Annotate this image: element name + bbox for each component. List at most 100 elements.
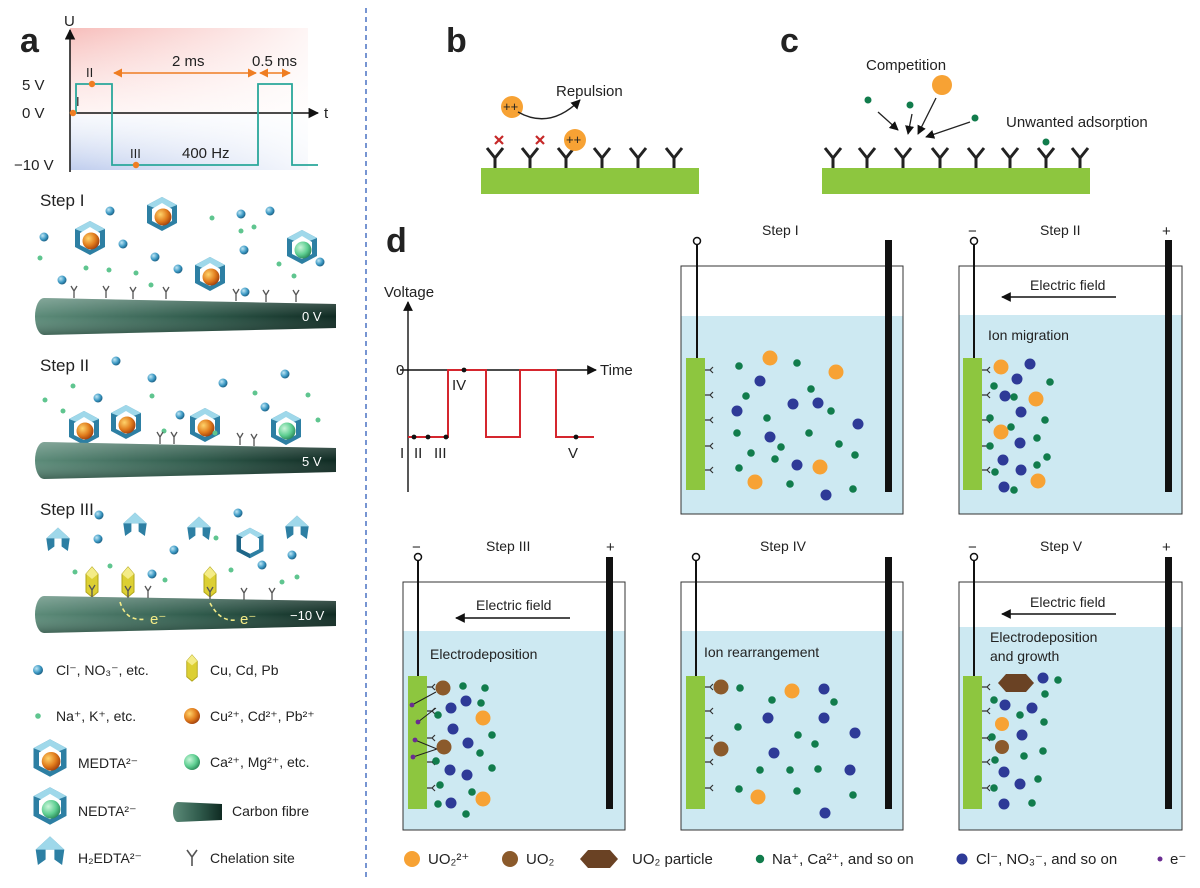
panel-b-repulsion-arrow	[517, 99, 581, 120]
cell-2-title: Step II	[1040, 222, 1080, 238]
panel-c-letter: c	[780, 22, 799, 60]
electron-label-1: e⁻	[150, 611, 166, 628]
legend-metal: Cu, Cd, Pb	[210, 662, 279, 678]
axis-x-label: t	[324, 105, 329, 122]
legend-electron-icon	[1157, 856, 1163, 862]
legend-anion-d-icon	[956, 853, 968, 865]
legend-light-ions: Ca²⁺, Mg²⁺, etc.	[210, 754, 310, 770]
fade-region	[70, 28, 308, 170]
legend-particle: UO₂ particle	[632, 851, 713, 868]
duration-low-label: 2 ms	[172, 53, 205, 70]
cell-4-rearrangement: Ion rearrangement	[704, 644, 819, 660]
panel-c-substrate	[822, 168, 1090, 194]
cell-2-field: Electric field	[1030, 277, 1105, 293]
legend-fibre-icon	[173, 802, 222, 822]
cell-step-3: − + Step III Electric field Electrodepos…	[402, 538, 626, 831]
cell-step-1: Step I	[680, 222, 904, 515]
legend-cation-d-icon	[755, 854, 765, 864]
legend-h2edta-icon	[35, 836, 65, 865]
legend-nedta-icon	[33, 787, 67, 825]
panel-d: d Voltage Time 0 I II III IV V Step I	[384, 222, 1186, 868]
cell-5-uo2-particle	[998, 674, 1034, 692]
panel-c: c Competition Unwanted adsorption	[780, 22, 1148, 194]
panel-c-unwanted: Unwanted adsorption	[1006, 114, 1148, 131]
legend-anion-icon	[33, 665, 43, 675]
point-i-label: I	[76, 94, 80, 109]
cell-step-4: Step IV Ion rearrangement	[680, 538, 904, 831]
legend-cation-icon	[35, 713, 41, 719]
point-i	[69, 109, 77, 117]
legend-uo2: UO₂	[526, 851, 555, 868]
panel-d-legend: UO₂²⁺ UO₂ UO₂ particle Na⁺, Ca²⁺, and so…	[404, 850, 1186, 868]
legend-metal-icon	[186, 654, 198, 682]
legend-electron: e⁻	[1170, 851, 1186, 868]
legend-cations: Na⁺, K⁺, etc.	[56, 708, 136, 724]
point-ii-label: II	[86, 65, 93, 80]
panel-b-repulsion: Repulsion	[556, 83, 623, 100]
legend-cations-d: Na⁺, Ca²⁺, and so on	[772, 851, 914, 868]
legend-chelation-icon	[186, 849, 198, 866]
panel-b-ion-top	[501, 96, 523, 118]
step-2-title: Step II	[40, 356, 89, 375]
cell-step-2: − + Step II Electric field Ion migration	[958, 222, 1183, 515]
d-axis-x-label: Time	[600, 362, 633, 379]
cell-3-title: Step III	[486, 538, 530, 554]
d-point-v: V	[568, 445, 578, 462]
legend-anions: Cl⁻, NO₃⁻, etc.	[56, 662, 149, 678]
legend-uo2-icon	[502, 851, 518, 867]
duration-high-label: 0.5 ms	[252, 53, 297, 70]
cell-5-plus: +	[1162, 539, 1171, 556]
cell-2-minus: −	[968, 223, 977, 240]
legend-particle-icon	[580, 850, 618, 868]
legend-nedta: NEDTA²⁻	[78, 803, 136, 819]
d-point-iv: IV	[452, 377, 466, 394]
d-axis-y-label: Voltage	[384, 284, 434, 301]
cell-1-title: Step I	[762, 222, 799, 238]
legend-medta-icon	[33, 739, 67, 777]
step-3-title: Step III	[40, 500, 94, 519]
panel-b-letter: b	[446, 22, 467, 60]
step-3-voltage: −10 V	[290, 608, 325, 623]
step-1-voltage: 0 V	[302, 309, 322, 324]
level-0v: 0 V	[22, 105, 45, 122]
level-5v: 5 V	[22, 77, 45, 94]
cell-3-minus: −	[412, 539, 421, 556]
cell-5-growth-1: Electrodeposition	[990, 629, 1097, 645]
panel-b-charge-2: ++	[566, 132, 581, 147]
frequency-label: 400 Hz	[182, 145, 230, 162]
panel-a-step-2: Step II 5 V	[35, 356, 336, 479]
legend-light-ion-icon	[184, 754, 200, 770]
panel-d-letter: d	[386, 222, 407, 260]
panel-c-ion	[932, 75, 952, 95]
cell-5-growth-2: and growth	[990, 648, 1059, 664]
panel-b-charge-1: ++	[503, 99, 518, 114]
cell-2-plus: +	[1162, 223, 1171, 240]
level-minus10v: −10 V	[14, 157, 54, 174]
electron-label-2: e⁻	[240, 611, 256, 628]
cell-2-migration: Ion migration	[988, 327, 1069, 343]
cell-3-deposition: Electrodeposition	[430, 646, 537, 662]
cell-5-title: Step V	[1040, 538, 1083, 554]
panel-b-ion-bound	[564, 129, 586, 151]
step-2-voltage: 5 V	[302, 454, 322, 469]
legend-uranyl: UO₂²⁺	[428, 851, 469, 868]
legend-medta: MEDTA²⁻	[78, 755, 138, 771]
panel-a: a U t 5 V 0 V −10 V I II III 2 ms 0.5 ms…	[14, 13, 336, 866]
panel-a-legend: Cl⁻, NO₃⁻, etc. Cu, Cd, Pb Na⁺, K⁺, etc.…	[33, 654, 315, 866]
legend-uranyl-icon	[404, 851, 420, 867]
panel-d-waveform: Voltage Time 0 I II III IV V	[384, 284, 633, 492]
legend-anions-d: Cl⁻, NO₃⁻, and so on	[976, 851, 1117, 868]
legend-heavy-ions: Cu²⁺, Cd²⁺, Pb²⁺	[210, 708, 315, 724]
panel-c-competition: Competition	[866, 57, 946, 74]
d-point-i: I	[400, 445, 404, 462]
point-ii	[88, 80, 96, 88]
panel-a-step-1: Step I	[35, 191, 336, 335]
panel-b: b ++ ++ Repulsion	[446, 22, 699, 194]
panel-b-substrate	[481, 168, 699, 194]
d-point-iii: III	[434, 445, 447, 462]
waveform-a	[70, 83, 318, 166]
panel-a-letter: a	[20, 22, 40, 60]
cell-5-field: Electric field	[1030, 594, 1105, 610]
step-1-title: Step I	[40, 191, 84, 210]
